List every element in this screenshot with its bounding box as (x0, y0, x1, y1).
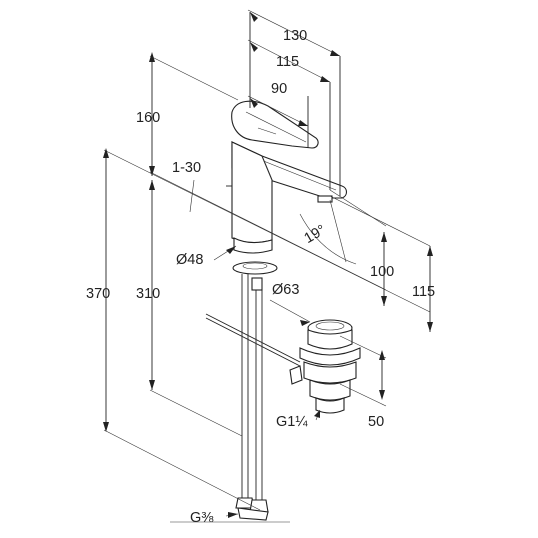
label-115-top: 115 (276, 54, 299, 70)
label-g3-8: G⅜ (190, 510, 214, 526)
faucet-body (226, 100, 348, 291)
mounting-nut (251, 277, 263, 291)
label-19-degrees: 19° (302, 222, 329, 247)
label-diameter-48: Ø48 (176, 252, 203, 268)
label-1-30: 1-30 (172, 160, 201, 176)
label-115-right: 115 (412, 284, 435, 300)
label-160: 160 (136, 110, 160, 126)
label-370: 370 (86, 286, 110, 302)
waste-fitting (289, 319, 361, 414)
label-g1-quarter: G1¼ (276, 414, 308, 430)
pop-up-rod (205, 313, 301, 367)
aerator (317, 195, 333, 203)
label-310: 310 (136, 286, 160, 302)
label-130: 130 (283, 28, 307, 44)
dimension-labels: 130 115 90 160 1-30 Ø48 370 310 Ø63 19° … (86, 28, 435, 526)
lever-handle (231, 100, 319, 149)
label-50: 50 (368, 414, 384, 430)
base-flange (233, 237, 273, 254)
supply-hoses (235, 274, 269, 521)
mounting-ring (232, 261, 278, 275)
label-90: 90 (271, 81, 287, 97)
label-100: 100 (370, 264, 394, 280)
label-diameter-63: Ø63 (272, 282, 299, 298)
arrow-heads (103, 12, 433, 518)
